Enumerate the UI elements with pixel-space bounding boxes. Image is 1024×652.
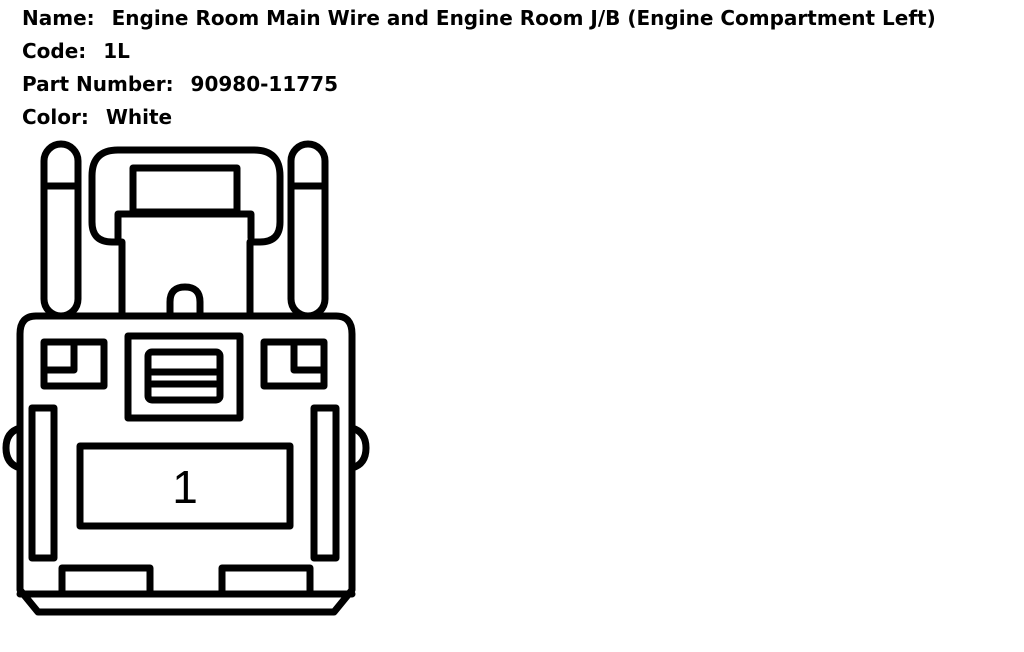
code-label: Code: [22, 39, 87, 63]
color-label: Color: [22, 105, 89, 129]
name-label: Name: [22, 6, 95, 30]
part-number-label: Part Number: [22, 72, 174, 96]
part-number-value: 90980-11775 [190, 72, 338, 96]
left-key-notch [40, 338, 78, 374]
terminal-number: 1 [172, 461, 198, 513]
latch-ledge [114, 210, 255, 242]
part-number-row: Part Number: 90980-11775 [22, 68, 1012, 101]
latch-housing [88, 146, 284, 320]
color-row: Color: White [22, 101, 1012, 134]
code-value: 1L [103, 39, 130, 63]
name-value: Engine Room Main Wire and Engine Room J/… [111, 6, 936, 30]
connector-body [16, 312, 356, 616]
code-row: Code: 1L [22, 35, 1012, 68]
left-foot [58, 564, 154, 598]
connector-info: Name: Engine Room Main Wire and Engine R… [22, 2, 1012, 134]
right-lock-arm [287, 140, 329, 320]
center-window [124, 332, 244, 422]
left-side-bump [2, 424, 24, 472]
right-side-bump [348, 424, 370, 472]
right-side-rail [310, 404, 340, 562]
right-foot [218, 564, 314, 598]
connector-diagram: 1 [2, 140, 370, 616]
latch-tab [129, 164, 241, 216]
right-key-notch [290, 338, 328, 374]
color-value: White [105, 105, 173, 129]
latch-knob [166, 283, 204, 317]
left-side-rail [28, 404, 58, 562]
terminal-cavity [76, 442, 294, 530]
grill-frame [144, 348, 224, 404]
name-row: Name: Engine Room Main Wire and Engine R… [22, 2, 1012, 35]
left-lock-arm [40, 140, 82, 320]
